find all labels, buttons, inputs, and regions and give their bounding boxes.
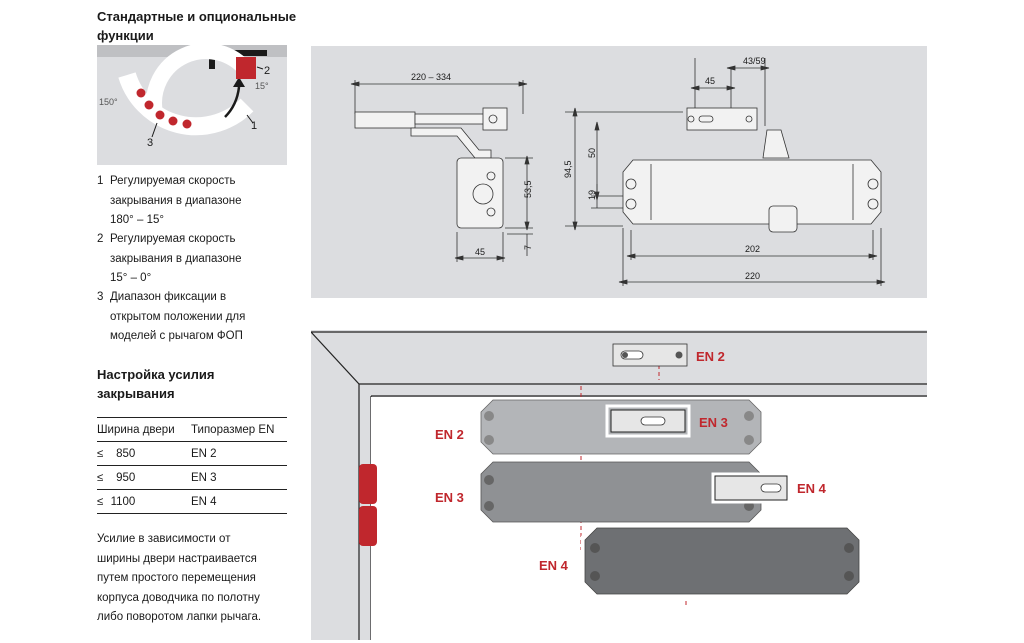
function-item-1-line: Регулируемая скорость [110, 175, 236, 187]
force-note-line: путем простого перемещения [97, 572, 256, 584]
force-note-line: ширины двери настраивается [97, 552, 257, 565]
dim-220: 220 [745, 271, 760, 281]
dim-7: 7 [523, 245, 533, 250]
functions-heading-line1: Стандартные и опциональные [97, 9, 297, 24]
label-en3-bracket: EN 3 [699, 415, 728, 430]
table-row: ≤1100 EN 4 [97, 489, 287, 514]
function-item-3-line: открытом положении для [110, 310, 246, 323]
table-header-row: Ширина двери Типоразмер EN [97, 417, 287, 442]
function-item-2: 2 Регулируемая скорость закрывания в диа… [97, 230, 287, 289]
table-cell-width: 950 [116, 471, 136, 484]
function-item-1-number: 1 [97, 175, 104, 187]
label-en2-bracket: EN 2 [696, 349, 725, 364]
function-item-3: 3 Диапазон фиксации в открытом положении… [97, 288, 287, 347]
angle-15-label: 15° [255, 81, 269, 91]
function-item-2-line: Регулируемая скорость [110, 233, 236, 245]
force-note-line: корпуса доводчика по полотну [97, 591, 260, 604]
table-header-size: Типоразмер EN [191, 417, 287, 442]
table-header-width: Ширина двери [97, 417, 191, 442]
table-cell-width: 850 [116, 447, 136, 460]
force-heading-line1: Настройка усилия [97, 367, 215, 382]
label-en4-body: EN 4 [539, 558, 569, 573]
functions-heading: Стандартные и опциональные функции [97, 7, 296, 45]
dim-53-5: 53,5 [523, 180, 533, 198]
dim-19: 19 [587, 190, 597, 200]
diagram-label-1: 1 [251, 120, 257, 132]
force-heading-line2: закрывания [97, 386, 175, 401]
closing-angle-diagram: 150° 15° 3 1 2 [97, 45, 287, 165]
dim-94-5: 94,5 [563, 160, 573, 178]
function-item-2-line: 15° – 0° [110, 272, 152, 284]
dimension-drawing: 220 – 334 53,5 45 7 43/59 45 94,5 50 19 … [311, 46, 927, 298]
function-item-3-line: Диапазон фиксации в [110, 291, 227, 303]
diagram-label-3: 3 [147, 137, 153, 149]
dim-45-side: 45 [475, 247, 485, 257]
function-item-1-line: 180° – 15° [110, 214, 164, 226]
label-en3-body: EN 3 [435, 490, 464, 505]
table-cell-width: 1100 [110, 495, 136, 508]
dim-202: 202 [745, 244, 760, 254]
dim-220-334: 220 – 334 [411, 72, 451, 82]
table-cell-size: EN 3 [191, 465, 287, 490]
force-note: Усилие в зависимости от ширины двери нас… [97, 530, 287, 628]
function-item-1: 1 Регулируемая скорость закрывания в диа… [97, 172, 287, 231]
table-row: ≤850 EN 2 [97, 441, 287, 466]
label-en2-body: EN 2 [435, 427, 464, 442]
dim-50: 50 [587, 148, 597, 158]
installation-diagram: EN 2 EN 2 EN 3 EN 3 EN 4 EN 4 [311, 330, 927, 640]
force-note-line: либо поворотом лапки рычага. [97, 611, 262, 623]
dim-45-top: 45 [705, 76, 715, 86]
diagram-label-2: 2 [264, 65, 270, 77]
dim-43-59: 43/59 [743, 56, 766, 66]
angle-150-label: 150° [99, 97, 118, 107]
functions-list: 1 Регулируемая скорость закрывания в диа… [97, 172, 287, 342]
function-item-3-line: моделей с рычагом ФОП [110, 330, 243, 342]
table-cell-sign: ≤ [97, 495, 104, 508]
table-cell-sign: ≤ [97, 447, 104, 460]
functions-heading-line2: функции [97, 28, 154, 43]
function-item-2-line: закрывания в диапазоне [110, 252, 242, 265]
function-item-2-number: 2 [97, 233, 104, 245]
table-cell-sign: ≤ [97, 471, 104, 484]
function-item-3-number: 3 [97, 291, 104, 303]
table-cell-size: EN 2 [191, 441, 287, 466]
table-row: ≤950 EN 3 [97, 465, 287, 490]
force-heading: Настройка усилия закрывания [97, 365, 214, 403]
force-table: Ширина двери Типоразмер EN ≤850 EN 2 ≤95… [97, 417, 287, 514]
table-cell-size: EN 4 [191, 489, 287, 514]
force-note-line: Усилие в зависимости от [97, 533, 231, 545]
function-item-1-line: закрывания в диапазоне [110, 194, 242, 207]
label-en4-bracket: EN 4 [797, 481, 827, 496]
